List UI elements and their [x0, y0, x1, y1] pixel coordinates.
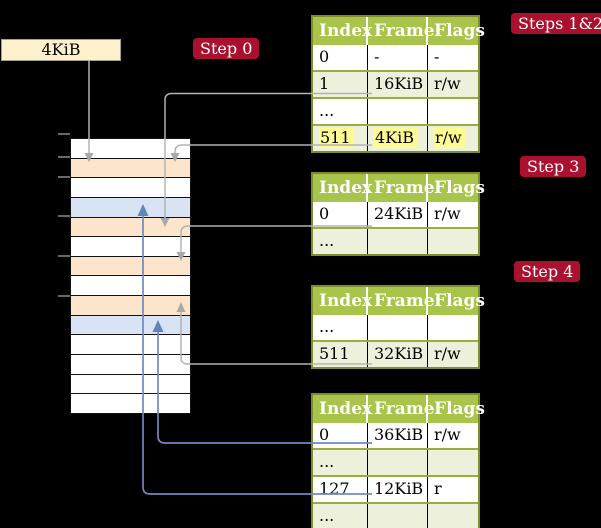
badge-step-3: Step 3	[520, 156, 587, 177]
column-header-index: Index	[313, 174, 372, 202]
table-row: 0 36KiB r/w	[313, 423, 478, 448]
column-header-index: Index	[313, 287, 372, 315]
memory-frame-table	[71, 157, 190, 178]
table-cell: 36KiB	[368, 423, 428, 448]
table-row: 0 24KiB r/w	[313, 202, 478, 227]
table-cell: r/w	[428, 126, 478, 151]
memory-frame-free	[71, 354, 190, 374]
column-header-frame: Frame	[368, 174, 435, 202]
table-cell: 511	[313, 126, 368, 151]
memory-frame-free	[71, 236, 190, 256]
table-cell: 32KiB	[368, 342, 428, 367]
table-header-row: Index Frame Flags	[313, 17, 485, 45]
column-header-frame: Frame	[368, 17, 435, 45]
table-cell	[428, 450, 478, 475]
table-header-row: Index Frame Flags	[313, 395, 485, 423]
memory-frame-free	[71, 177, 190, 197]
table-row: ...	[313, 448, 478, 475]
memory-frame-free	[71, 334, 190, 355]
table-cell: r/w	[434, 74, 461, 93]
memory-frame-mapped	[71, 314, 190, 335]
table-cell: r	[434, 479, 442, 498]
column-header-index: Index	[313, 395, 372, 423]
table-cell	[428, 229, 478, 254]
table-cell: 12KiB	[368, 477, 428, 502]
memory-frame-mapped	[71, 196, 190, 217]
table-cell: 127	[313, 477, 368, 502]
table-header-row: Index Frame Flags	[313, 174, 485, 202]
table-cell: 1	[313, 72, 368, 97]
table-row-highlighted: 511 4KiB r/w	[313, 124, 478, 151]
column-header-flags: Flags	[434, 178, 485, 198]
memory-frame-free	[71, 373, 190, 394]
column-header-index: Index	[313, 17, 372, 45]
table-cell: 4KiB	[368, 126, 428, 151]
column-header-frame: Frame	[368, 287, 435, 315]
table-cell	[368, 315, 428, 340]
page-table-step-3: Index Frame Flags 0 24KiB r/w ...	[311, 172, 485, 256]
table-row: 127 12KiB r	[313, 475, 478, 502]
table-header-row: Index Frame Flags	[313, 287, 485, 315]
table-cell: ...	[313, 99, 368, 124]
table-row: ...	[313, 227, 478, 254]
page-table-steps-1-2: Index Frame Flags 0 - - 1 16KiB r/w ... …	[311, 15, 485, 153]
table-cell	[368, 229, 428, 254]
memory-frame-table	[71, 295, 190, 315]
column-header-flags: Flags	[434, 291, 485, 311]
badge-step-0: Step 0	[193, 38, 260, 59]
memory-frame-free	[71, 139, 190, 158]
page-table-step-4: Index Frame Flags ... 511 32KiB r/w	[311, 285, 485, 369]
highlight: r/w	[434, 128, 465, 148]
column-header-flags: Flags	[434, 399, 485, 419]
highlight: 511	[319, 128, 354, 148]
badge-steps-1-2: Steps 1&2	[511, 13, 601, 34]
table-cell: 0	[313, 45, 368, 70]
table-cell: 511	[313, 342, 368, 367]
table-row: ...	[313, 97, 478, 124]
highlight: 4KiB	[374, 128, 418, 148]
memory-frame-free	[71, 393, 190, 413]
address-tick-marks	[58, 133, 70, 297]
table-cell	[428, 99, 478, 124]
table-cell: 16KiB	[368, 72, 428, 97]
table-cell	[428, 315, 478, 340]
physical-memory-strip	[70, 138, 191, 414]
table-cell: -	[434, 47, 440, 66]
memory-frame-free	[71, 275, 190, 296]
table-cell: ...	[313, 315, 368, 340]
column-header-frame: Frame	[368, 395, 435, 423]
table-cell	[368, 450, 428, 475]
table-row: 511 32KiB r/w	[313, 340, 478, 367]
table-cell: 0	[313, 202, 368, 227]
column-header-flags: Flags	[434, 21, 485, 41]
table-cell: r/w	[434, 344, 461, 363]
table-cell	[428, 504, 478, 528]
table-cell: r/w	[434, 425, 461, 444]
table-cell	[368, 99, 428, 124]
table-cell: ...	[313, 450, 368, 475]
table-cell: -	[368, 45, 428, 70]
table-cell: ...	[313, 504, 368, 528]
table-row: 0 - -	[313, 45, 478, 70]
memory-frame-table	[71, 255, 190, 276]
table-cell	[368, 504, 428, 528]
memory-frame-table	[71, 216, 190, 237]
table-cell: r/w	[434, 204, 461, 223]
table-cell: 0	[313, 423, 368, 448]
page-size-label-box: 4KiB	[1, 39, 121, 61]
table-row: ...	[313, 315, 478, 340]
table-row: ...	[313, 502, 478, 528]
badge-step-4: Step 4	[514, 261, 581, 282]
table-cell: 24KiB	[368, 202, 428, 227]
table-cell: ...	[313, 229, 368, 254]
table-row: 1 16KiB r/w	[313, 70, 478, 97]
page-table-final-level: Index Frame Flags 0 36KiB r/w ... 127 12…	[311, 393, 485, 528]
